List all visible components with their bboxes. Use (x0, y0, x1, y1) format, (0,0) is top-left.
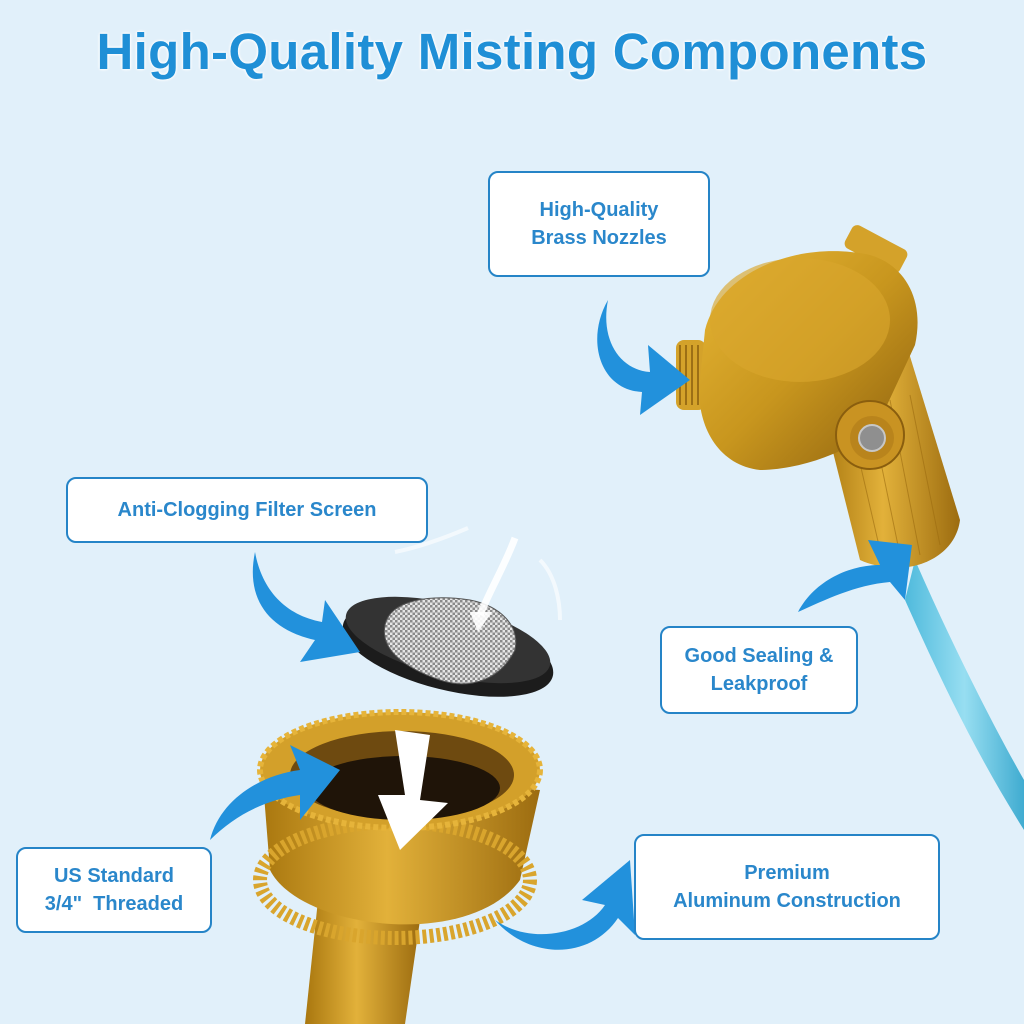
arrow-aluminum-icon (495, 860, 635, 950)
callout-line: 3/4" Threaded (44, 893, 184, 915)
brass-nozzle-icon (676, 225, 960, 568)
filter-screen-icon (342, 526, 562, 697)
callout-line: Leakproof (710, 673, 808, 695)
arrow-threaded-icon (210, 745, 340, 840)
page-title: High-Quality Misting Components (96, 23, 928, 80)
arrow-filter-icon (252, 552, 360, 662)
callout-line: Anti-Clogging Filter Screen (117, 499, 377, 521)
callout-line: Brass Nozzles (531, 227, 667, 249)
arrow-nozzles-icon (597, 300, 690, 415)
callout-line: US Standard (53, 865, 175, 887)
callout-filter-screen: Anti-Clogging Filter Screen (66, 477, 428, 543)
blue-tube (905, 560, 1024, 830)
callout-line: Good Sealing & (684, 645, 834, 667)
callout-aluminum: Premium Aluminum Construction (634, 834, 940, 940)
callout-line: Premium (744, 862, 830, 884)
callout-threaded: US Standard 3/4" Threaded (16, 847, 212, 933)
callout-line: High-Quality (539, 199, 659, 221)
curved-arrows (210, 300, 912, 950)
callout-line: Aluminum Construction (673, 890, 901, 912)
callout-sealing: Good Sealing & Leakproof (660, 626, 858, 714)
callout-brass-nozzles: High-Quality Brass Nozzles (488, 171, 710, 277)
arrow-sealing-icon (798, 540, 912, 612)
threaded-connector-icon (253, 709, 543, 1024)
